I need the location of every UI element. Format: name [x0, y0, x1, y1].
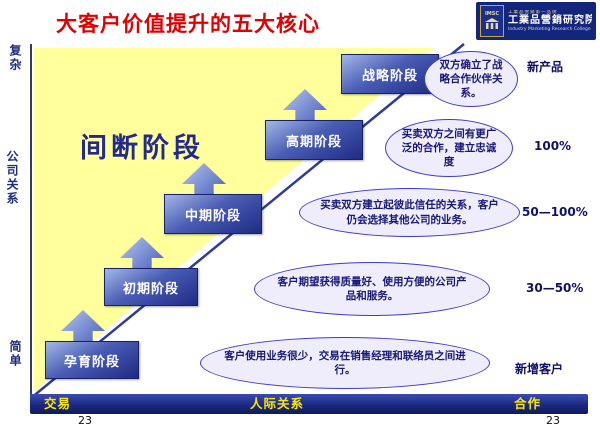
region-label-interrupt-stage: 间断阶段	[80, 133, 204, 164]
page-number-left: 23	[78, 414, 92, 427]
logo-subtitle: Industry Marketing Research College	[508, 26, 591, 32]
stage-box-strategic: 战略阶段	[341, 54, 439, 94]
imsc-logo: IMSC 工業品營銷第一品牌 工業品營銷研究院 Industry Marketi…	[476, 2, 596, 40]
y-axis-label-company-relation: 公司关系	[5, 150, 19, 206]
imsc-badge-text: IMSC	[484, 11, 500, 17]
stage-box-incubation: 孕育阶段	[45, 341, 139, 379]
callout-quality-expectation: 客户期望获得质量好、使用方便的公司产品和服务。	[254, 262, 490, 316]
stage-box-high: 高期阶段	[265, 120, 363, 160]
callout-low-usage: 客户使用业务很少，交易在销售经理和联络员之间进行。	[200, 337, 490, 389]
y-axis-label-simple: 简单	[8, 340, 22, 368]
x-axis-label-transaction: 交易	[44, 396, 72, 411]
stage-box-middle: 中期阶段	[164, 194, 262, 234]
side-label-30-50pct: 30—50%	[526, 281, 584, 295]
logo-name: 工業品營銷研究院	[508, 15, 592, 27]
logo-text: 工業品營銷第一品牌 工業品營銷研究院 Industry Marketing Re…	[508, 10, 592, 32]
page-number-right: 23	[546, 414, 560, 427]
callout-strategic-partner: 双方确立了战略合作伙伴关系。	[424, 51, 518, 107]
stage-box-early: 初期阶段	[104, 268, 198, 306]
side-label-50-100pct: 50—100%	[522, 205, 588, 219]
callout-mutual-trust: 买卖双方建立起彼此信任的关系，客户仍会选择其他公司的业务。	[299, 188, 520, 237]
imsc-badge-icon: IMSC	[480, 5, 504, 37]
y-axis-line	[30, 44, 32, 395]
x-axis-label-cooperation: 合作	[514, 396, 542, 411]
x-axis-label-interpersonal: 人际关系	[250, 396, 305, 411]
y-axis-label-complex: 复杂	[8, 44, 22, 72]
callout-broader-cooperation: 买卖双方之间有更广泛的合作，建立忠诚度	[385, 119, 513, 177]
side-label-new-product: 新产品	[527, 60, 564, 74]
building-icon	[485, 18, 499, 29]
side-label-100pct: 100%	[534, 139, 572, 153]
x-axis-bar: 交易 人际关系 合作	[30, 394, 588, 414]
side-label-new-customer: 新增客户	[515, 362, 564, 376]
slide-title: 大客户价值提升的五大核心	[56, 12, 320, 36]
logo-tagline: 工業品營銷第一品牌	[508, 10, 558, 16]
